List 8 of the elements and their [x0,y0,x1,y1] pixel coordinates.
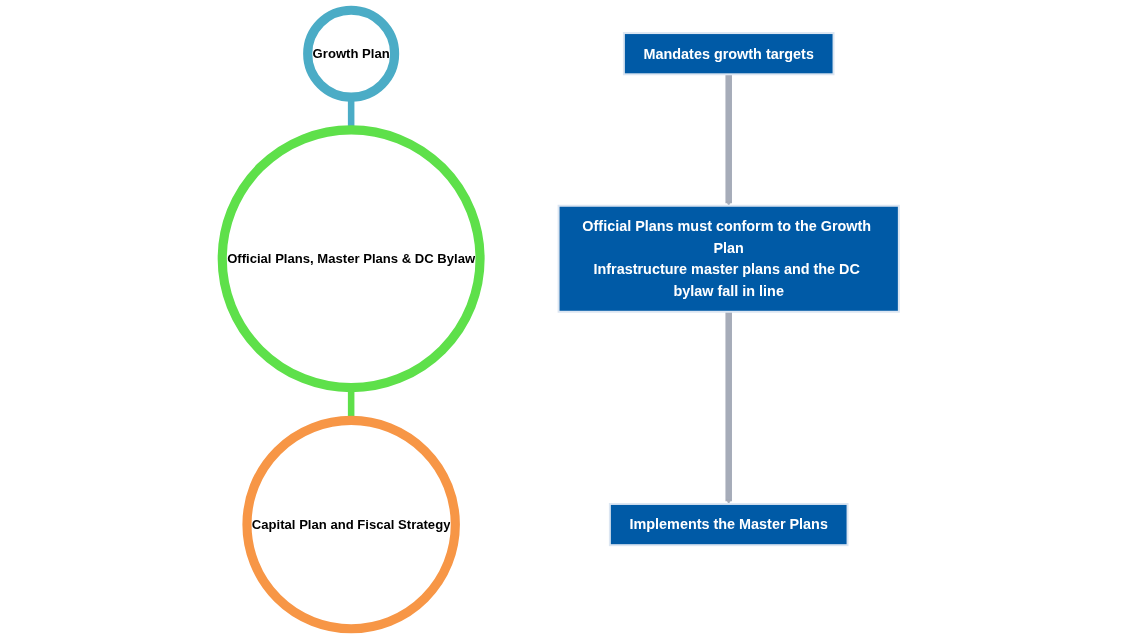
node-circle: Capital Plan and Fiscal Strategy [242,415,460,634]
node-box: Official Plans must conform to the Growth Plan Infrastructure master plans and the DC bylaw fall in line [557,204,900,313]
arrow [725,74,732,206]
node-box: Implements the Master Plans [608,502,849,547]
node-circle: Official Plans, Master Plans & DC Bylaw [217,125,485,393]
node-circle: Growth Plan [303,5,400,102]
arrow [725,311,732,505]
node-box: Mandates growth targets [622,32,835,76]
